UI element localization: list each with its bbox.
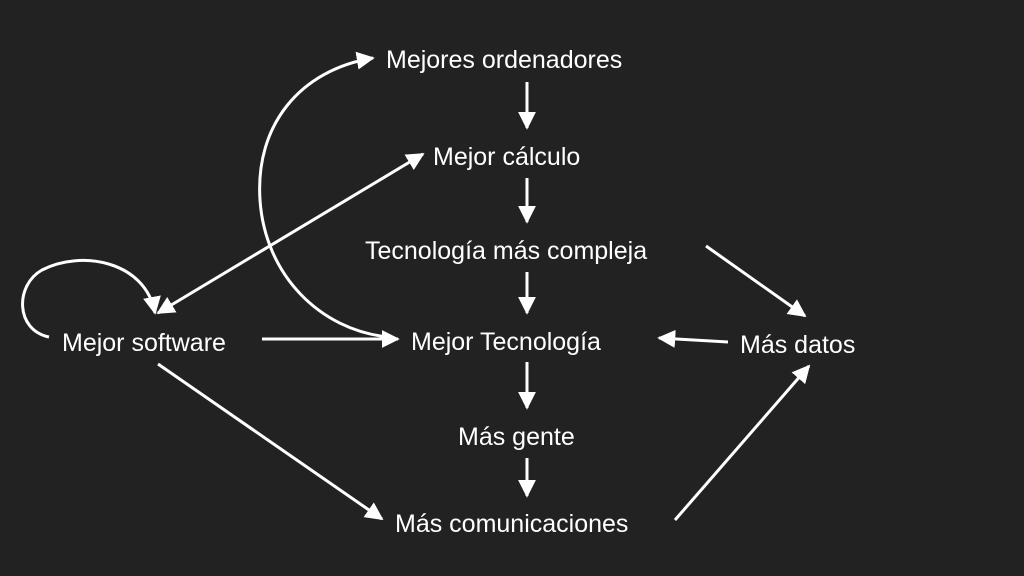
node-mejores-ordenadores: Mejores ordenadores — [386, 46, 623, 74]
node-mejor-software: Mejor software — [62, 329, 226, 357]
node-mas-comunicaciones: Más comunicaciones — [395, 510, 629, 538]
edge-software-self-loop — [21, 258, 161, 339]
edge-software-to-comunicaciones — [157, 362, 384, 521]
edge-compleja-to-datos — [705, 244, 807, 318]
edge-tecnologia-to-ordenadores — [258, 51, 389, 339]
node-tecnologia-mas-compleja: Tecnología más compleja — [365, 237, 648, 265]
edge-software-calculo-bidirectional — [156, 152, 425, 315]
node-mas-gente: Más gente — [458, 423, 575, 451]
node-mas-datos: Más datos — [740, 331, 856, 359]
edge-comunicaciones-to-datos — [673, 364, 811, 521]
edge-datos-to-tecnologia — [657, 329, 729, 348]
node-mejor-tecnologia: Mejor Tecnología — [411, 328, 601, 356]
node-mejor-calculo: Mejor cálculo — [433, 143, 581, 171]
